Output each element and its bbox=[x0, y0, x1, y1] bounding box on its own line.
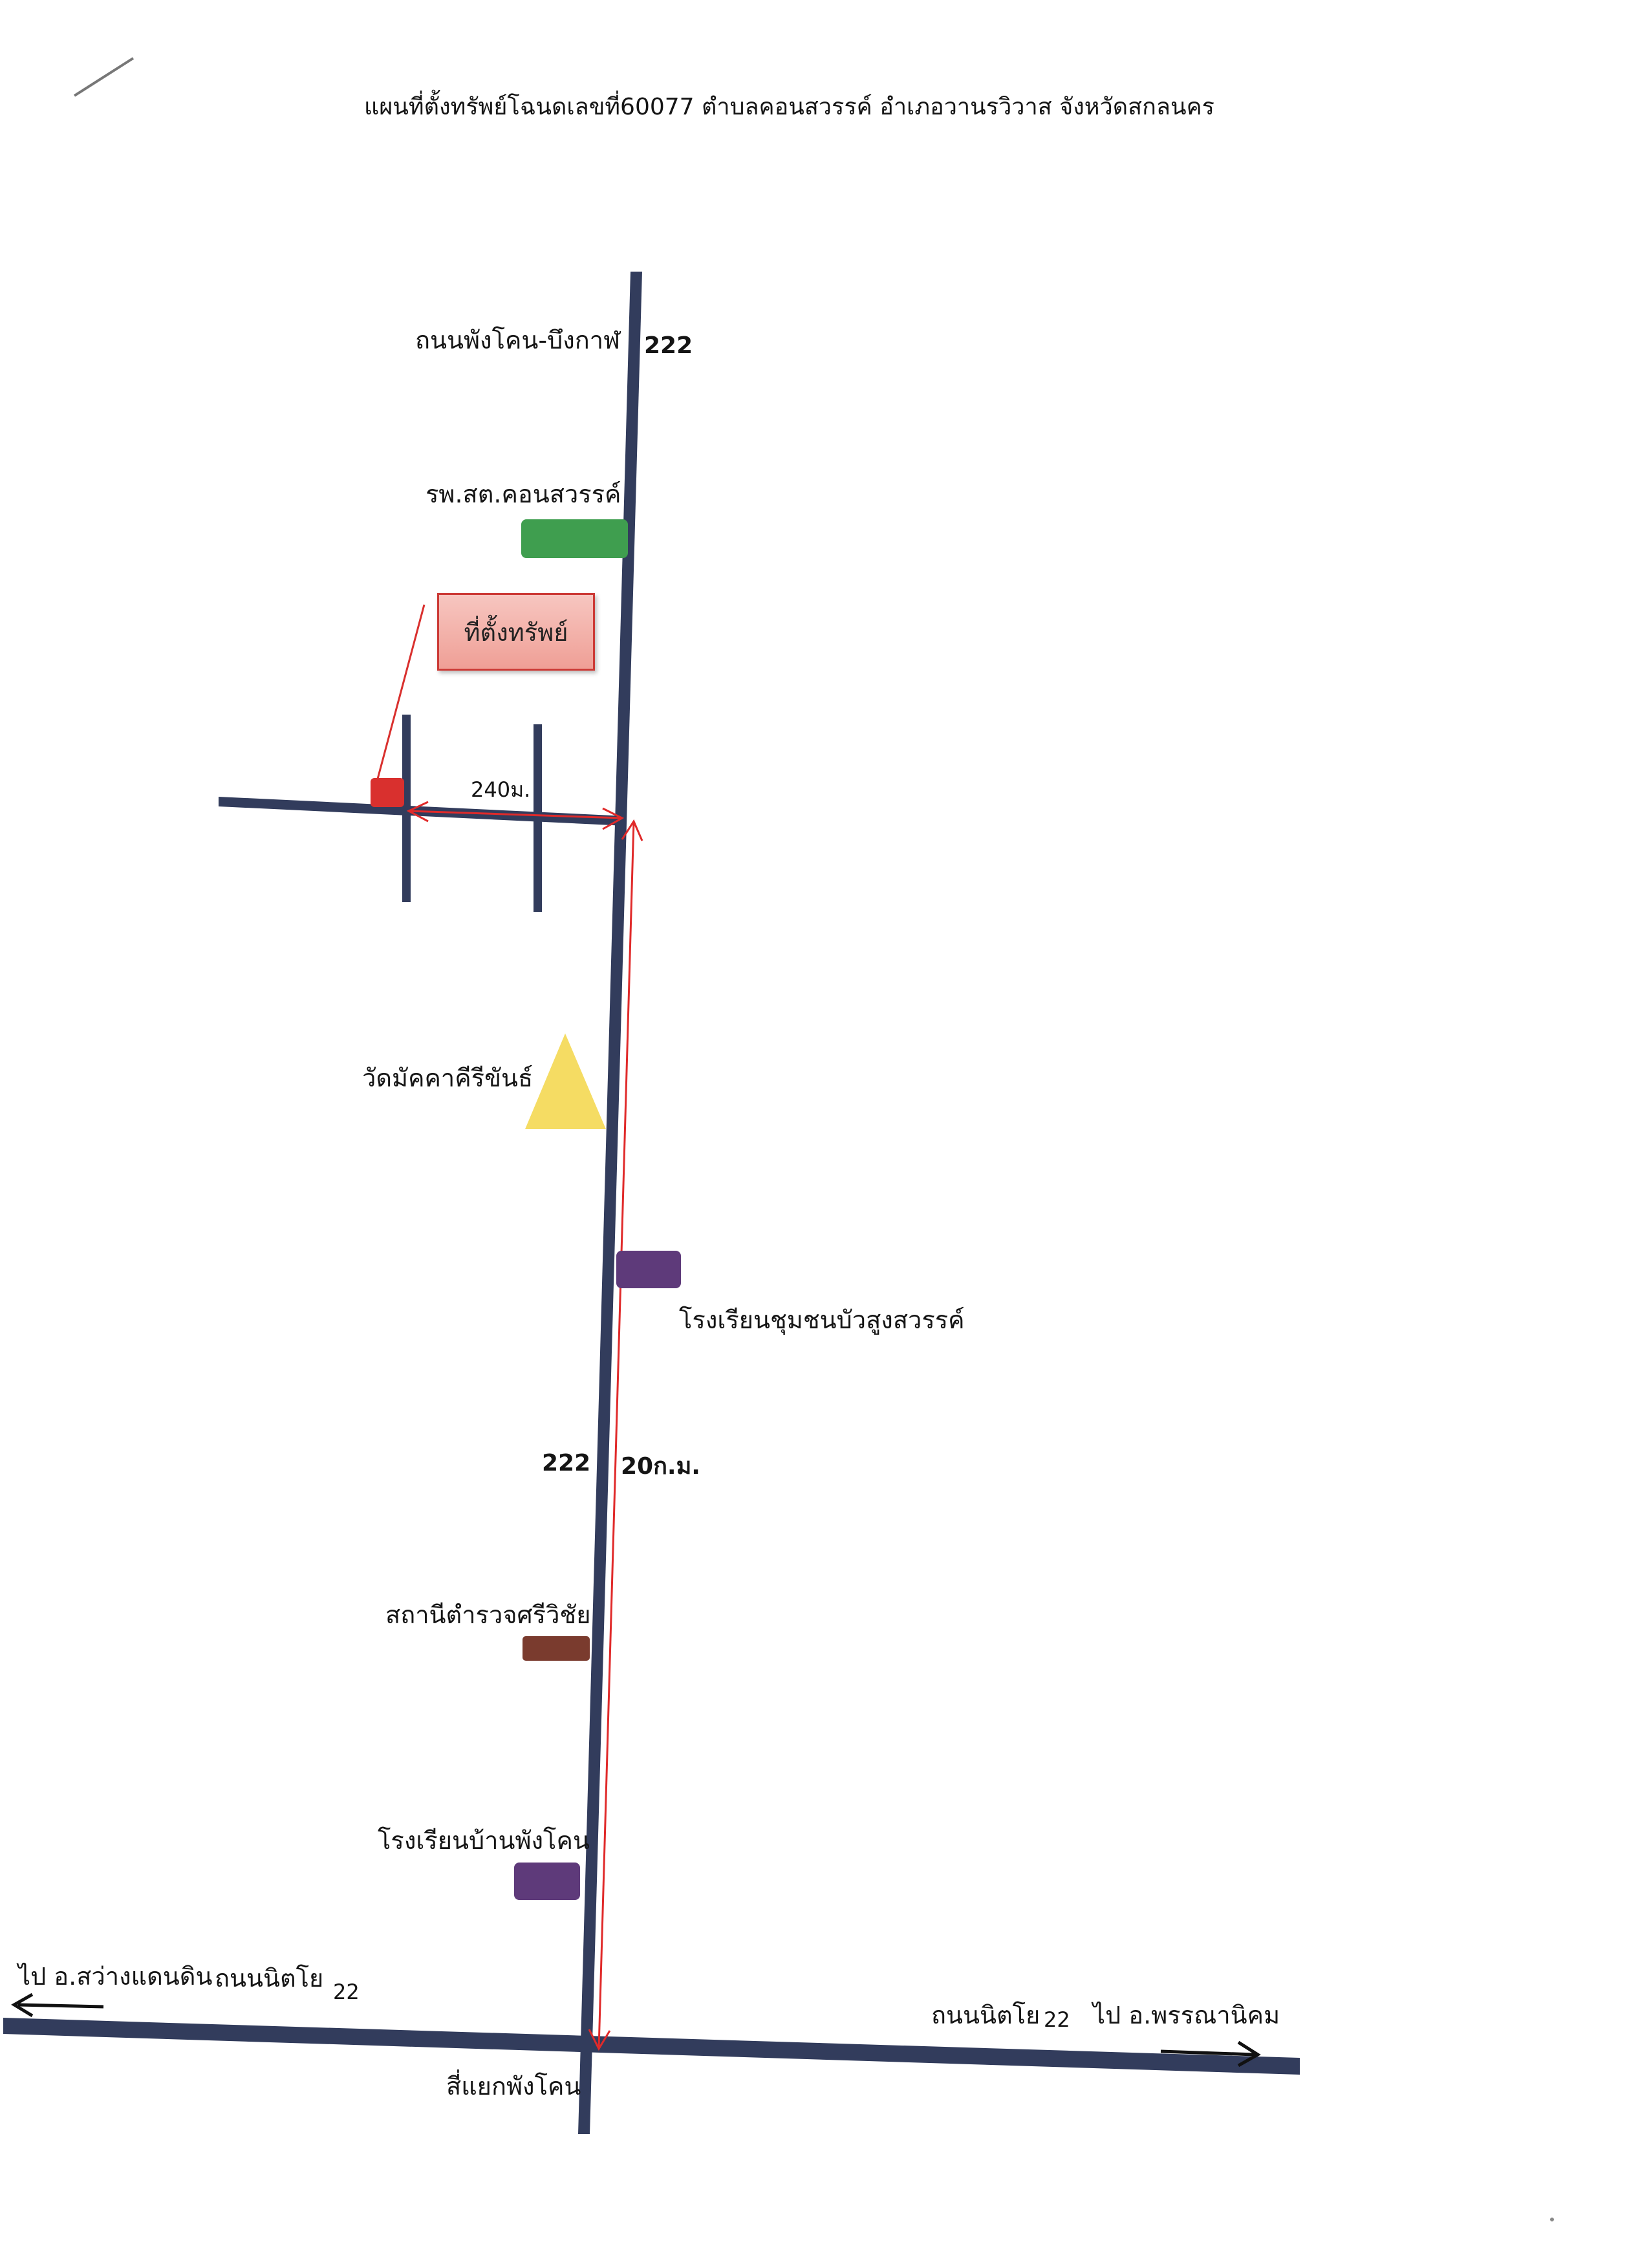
main-road-name: ถนนพังโคน-บึงกาฬ bbox=[415, 326, 621, 354]
landmark-temple bbox=[525, 1033, 606, 1129]
arrow-left-line bbox=[17, 2003, 104, 2009]
arrow-left-icon bbox=[11, 1993, 34, 2018]
landmark-health-center bbox=[521, 519, 628, 558]
label-school-phangkhon: โรงเรียนบ้านพังโคน bbox=[378, 1826, 590, 1855]
scan-mark bbox=[73, 57, 135, 97]
left-road-name: ถนนนิตโย bbox=[215, 1964, 324, 1993]
arrow-right-line bbox=[1160, 2049, 1255, 2057]
cross-road-22 bbox=[3, 2018, 1300, 2075]
route-arrowhead-top bbox=[621, 819, 643, 841]
intersection-label: สี่แยกพังโคน bbox=[446, 2072, 581, 2101]
label-school-buasung: โรงเรียนชุมชนบัวสูงสวรรค์ bbox=[679, 1306, 965, 1334]
distance-main-road: 20ก.ม. bbox=[621, 1453, 700, 1480]
arrow-right-icon bbox=[1237, 2040, 1261, 2068]
route-number-mid: 222 bbox=[542, 1450, 591, 1476]
right-road-name: ถนนนิตโย bbox=[931, 2001, 1040, 2029]
scan-dot bbox=[1550, 2218, 1554, 2221]
left-road-number: 22 bbox=[333, 1980, 360, 2004]
property-callout: ที่ตั้งทรัพย์ bbox=[437, 593, 595, 671]
side-lane-2 bbox=[534, 724, 542, 912]
route-number-top: 222 bbox=[644, 332, 693, 359]
left-direction: ไป อ.สว่างแดนดิน bbox=[18, 1962, 213, 1991]
landmark-school-phangkhon bbox=[514, 1863, 580, 1900]
side-lane-1 bbox=[402, 715, 411, 902]
landmark-school-buasung bbox=[616, 1251, 681, 1288]
callout-leader bbox=[376, 604, 426, 782]
right-direction: ไป อ.พรรณานิคม bbox=[1093, 2001, 1280, 2029]
distance-side-road: 240ม. bbox=[471, 777, 531, 802]
landmark-police-station bbox=[523, 1636, 590, 1661]
property-marker bbox=[371, 778, 404, 807]
side-distance-line bbox=[408, 810, 623, 819]
side-arrowhead-right bbox=[602, 807, 625, 830]
right-road-number: 22 bbox=[1044, 2007, 1070, 2032]
label-police-station: สถานีตำรวจศรีวิชัย bbox=[385, 1601, 591, 1629]
route-distance-line bbox=[598, 821, 635, 2049]
label-temple: วัดมัคคาคีรีขันธ์ bbox=[362, 1064, 534, 1092]
map-title: แผนที่ตั้งทรัพย์โฉนดเลขที่60077 ตำบลคอนส… bbox=[364, 94, 1214, 120]
label-health-center: รพ.สต.คอนสวรรค์ bbox=[426, 480, 621, 508]
main-road-222 bbox=[578, 272, 642, 2134]
route-arrowhead-bottom bbox=[588, 2029, 611, 2051]
side-arrowhead-left bbox=[406, 801, 429, 823]
